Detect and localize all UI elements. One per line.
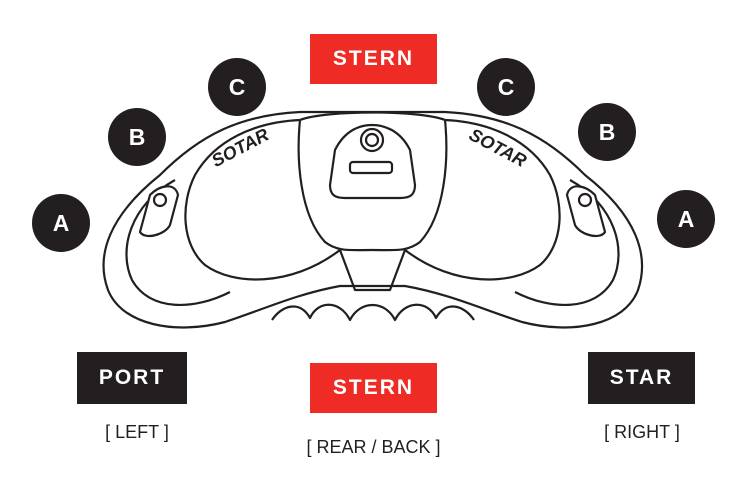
chamber-b-right: B [578, 103, 636, 161]
chamber-b-left: B [108, 108, 166, 166]
chamber-a-left: A [32, 194, 90, 252]
port-sublabel: [ LEFT ] [105, 422, 169, 442]
left-handle [138, 185, 180, 238]
stern-top-label: STERN [310, 34, 437, 84]
port-label: PORT [77, 352, 187, 404]
raft-right-tube [404, 118, 561, 281]
chamber-c-left: C [208, 58, 266, 116]
raft-left-tube [184, 118, 341, 281]
stern-bottom-label: STERN [310, 363, 437, 413]
raft-floor [271, 303, 475, 322]
star-label: STAR [588, 352, 695, 404]
right-handle [565, 185, 607, 238]
stern-bottom-sublabel: [ REAR / BACK ] [306, 437, 441, 457]
raft-right-wing-chamber [514, 179, 620, 306]
star-sublabel: [ RIGHT ] [604, 422, 680, 442]
chamber-a-right: A [657, 190, 715, 248]
raft-left-wing-chamber [125, 179, 231, 306]
chamber-c-right: C [477, 58, 535, 116]
